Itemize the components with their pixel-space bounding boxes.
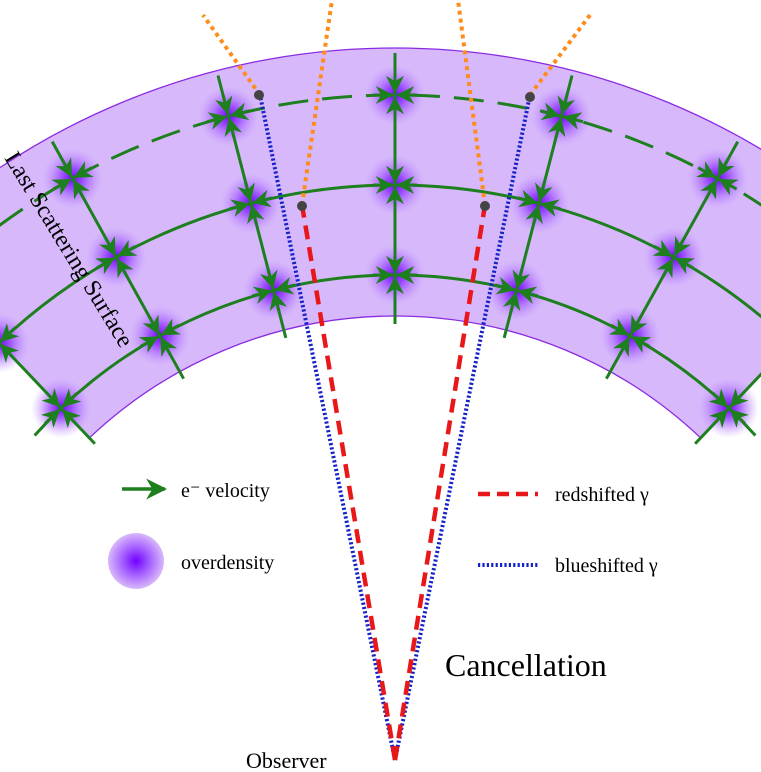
velocity-arrow	[252, 189, 273, 208]
velocity-arrow	[61, 409, 81, 429]
velocity-arrow	[729, 409, 749, 428]
velocity-arrow	[717, 157, 735, 178]
velocity-arrow	[0, 323, 20, 343]
sightline-near-left	[300, 0, 334, 206]
observer-label: Observer	[246, 748, 327, 772]
velocity-arrow	[41, 409, 61, 428]
sightline-near-right	[456, 0, 487, 206]
velocity-arrow	[539, 102, 561, 121]
velocity-arrow	[696, 161, 717, 179]
velocity-arrow	[117, 239, 138, 257]
velocity-arrow	[608, 318, 630, 336]
velocity-arrow	[709, 409, 729, 429]
blueshifted-ray-left	[258, 94, 397, 761]
velocity-arrow	[138, 335, 159, 353]
scatter-point-near-left	[297, 201, 307, 211]
velocity-arrow	[718, 178, 739, 196]
legend-blueshifted-label: blueshifted γ	[555, 555, 658, 577]
velocity-arrow	[656, 258, 674, 279]
velocity-arrow	[72, 179, 90, 200]
velocity-arrow	[517, 189, 538, 208]
velocity-arrow	[160, 336, 178, 357]
velocity-arrows	[0, 73, 749, 429]
velocity-arrow	[630, 314, 648, 335]
velocity-arrow	[99, 235, 117, 257]
velocity-arrow	[41, 388, 61, 408]
velocity-arrow	[51, 178, 72, 196]
sightline-far-right	[528, 13, 592, 97]
scatter-point-far-left	[254, 90, 264, 100]
velocity-arrow	[251, 286, 273, 304]
velocity-arrow	[631, 335, 652, 353]
velocity-arrow	[237, 181, 255, 203]
redshifted-ray-right	[392, 204, 488, 761]
last-scattering-shell	[0, 47, 761, 439]
legend-redshifted-label: redshifted γ	[555, 484, 649, 506]
velocity-arrow	[247, 204, 265, 225]
velocity-arrow	[557, 94, 576, 116]
velocity-arrow	[674, 257, 695, 275]
velocity-arrow	[535, 181, 553, 203]
velocity-arrow	[708, 388, 728, 408]
scattering-points	[254, 90, 535, 211]
velocity-arrow	[525, 204, 543, 225]
velocity-arrow	[229, 199, 250, 217]
velocity-arrow	[214, 94, 233, 116]
velocity-arrow	[612, 336, 630, 357]
legend: e⁻ velocity overdensity redshifted γ blu…	[108, 478, 658, 589]
velocity-arrow	[540, 199, 561, 217]
velocity-arrow	[73, 161, 94, 179]
scatter-point-near-right	[480, 201, 490, 211]
velocity-arrow	[494, 276, 516, 295]
sight-lines	[201, 0, 592, 206]
velocity-arrow	[517, 286, 539, 304]
photon-paths	[258, 94, 532, 761]
legend-velocity-label: e⁻ velocity	[181, 480, 270, 502]
velocity-arrow	[224, 117, 243, 138]
velocity-arrow	[700, 179, 718, 200]
velocity-arrow	[729, 388, 749, 408]
velocity-arrow	[95, 257, 116, 275]
legend-overdensity-icon	[108, 533, 164, 589]
velocity-arrow	[229, 102, 251, 121]
velocity-arrow	[206, 112, 228, 130]
velocity-arrow	[502, 291, 521, 313]
velocity-arrow	[652, 239, 673, 257]
velocity-arrow	[260, 268, 278, 290]
legend-overdensity-label: overdensity	[181, 552, 274, 574]
velocity-arrow	[562, 112, 584, 130]
velocity-arrow	[274, 276, 296, 295]
blueshifted-ray-right	[393, 94, 532, 761]
scatter-point-far-right	[525, 92, 535, 102]
velocity-arrow	[512, 268, 530, 290]
velocity-arrow	[55, 157, 73, 178]
velocity-arrow	[142, 314, 160, 335]
velocity-arrow	[116, 258, 134, 279]
sightline-far-left	[201, 13, 262, 97]
velocity-arrow	[547, 117, 566, 138]
redshifted-ray-left	[299, 204, 398, 761]
velocity-arrow	[0, 343, 19, 364]
velocity-arrow	[62, 388, 82, 408]
velocity-arrow	[673, 235, 691, 257]
velocity-arrow	[160, 318, 182, 336]
cancellation-title: Cancellation	[445, 647, 607, 683]
velocity-arrow	[269, 291, 288, 313]
